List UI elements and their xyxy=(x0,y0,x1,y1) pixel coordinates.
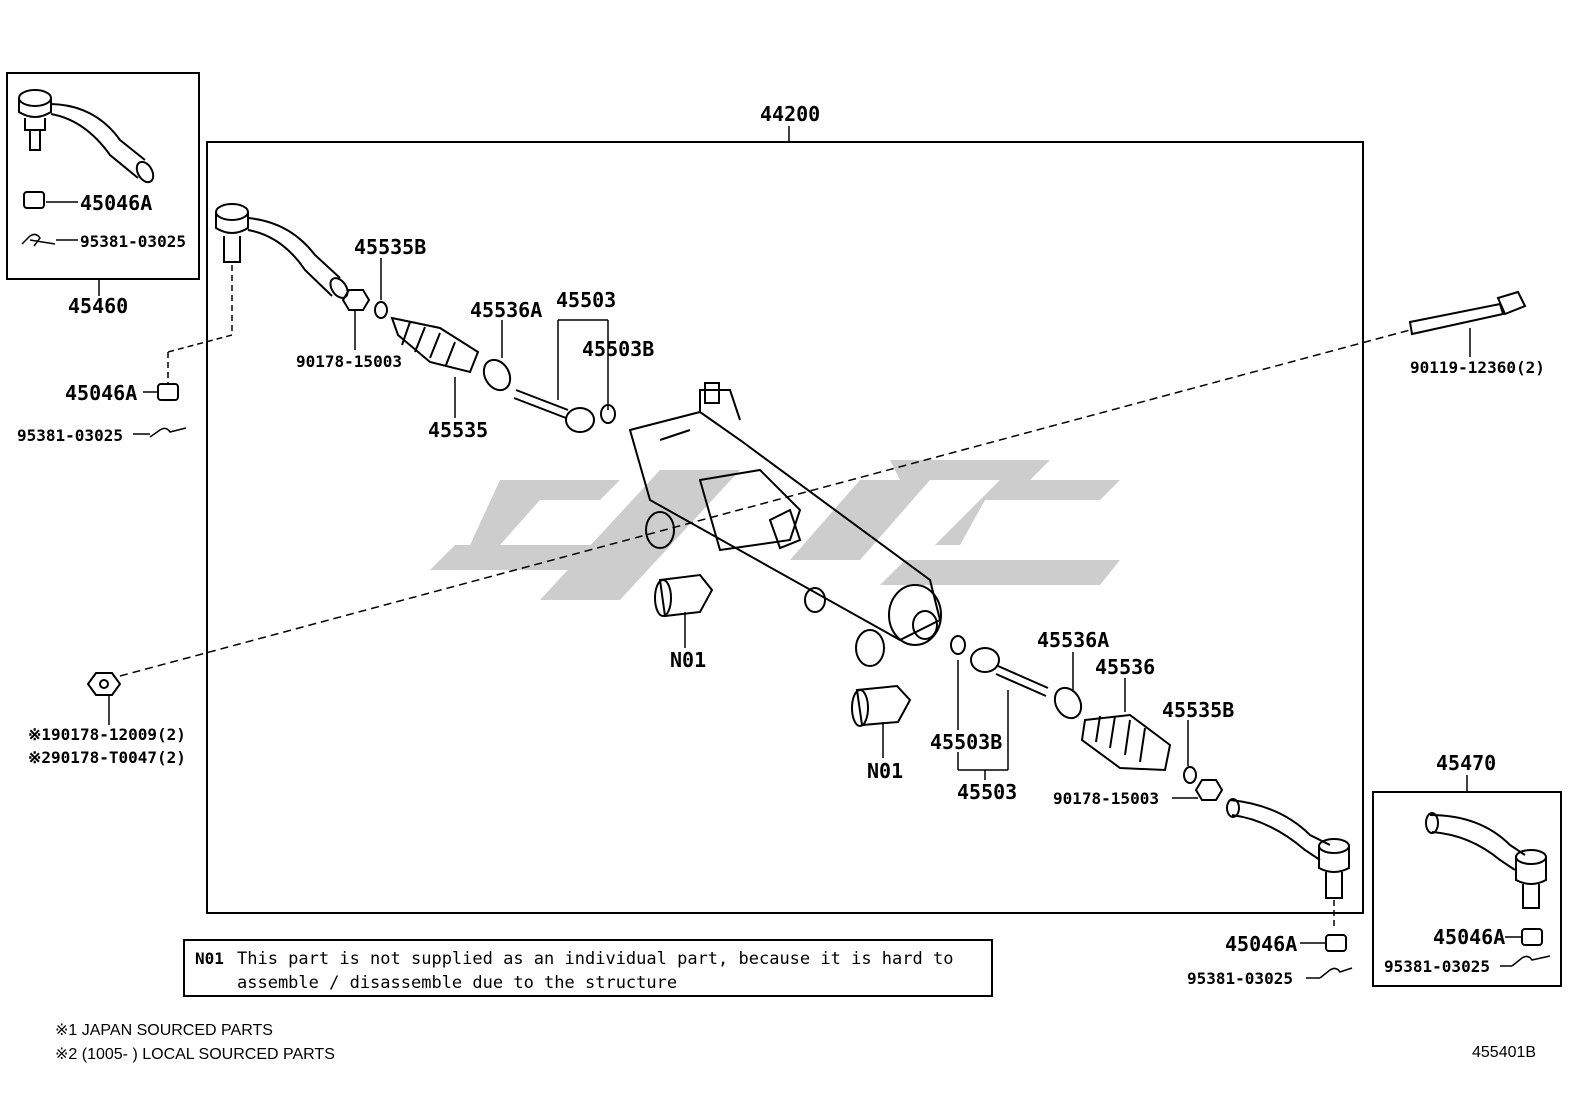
tie-rod-end-main-rh xyxy=(1226,798,1350,899)
label-clamp-a-bottom: 45536A xyxy=(1037,628,1110,652)
rack-housing-icon xyxy=(628,382,942,667)
assembly-frame xyxy=(206,141,1364,914)
leader-lines xyxy=(46,201,1522,979)
label-n01-lower: N01 xyxy=(867,759,904,783)
tie-rod-end-lh-box xyxy=(6,72,200,280)
label-boot-bottom: 45536 xyxy=(1095,655,1156,679)
label-nut-15003-top: 90178-15003 xyxy=(296,352,402,371)
footnote-local: ※2 (1005- ) LOCAL SOURCED PARTS xyxy=(55,1046,335,1063)
figure-id: 455401B xyxy=(1472,1044,1537,1061)
label-rod-top: 45503 xyxy=(556,288,617,312)
bolt-axis-line xyxy=(119,329,1411,677)
label-nut-t0047: ※290178-T0047(2) xyxy=(28,748,186,767)
tie-rod-end-main-lh xyxy=(215,203,349,299)
boot-bottom-icon xyxy=(1053,686,1197,784)
label-nut-a-left: 45046A xyxy=(65,381,138,405)
cotter-pin-icons xyxy=(21,233,1551,979)
label-nut-15003-bottom: 90178-15003 xyxy=(1053,789,1159,808)
label-nut-a-box: 45046A xyxy=(80,191,153,215)
footnote-japan: ※1 JAPAN SOURCED PARTS xyxy=(55,1022,273,1039)
label-pin-right: 95381-03025 xyxy=(1187,969,1293,988)
label-bolt: 90119-12360(2) xyxy=(1410,358,1545,377)
note-box: N01 This part is not supplied as an indi… xyxy=(183,939,993,997)
label-clip-b-bottom: 45535B xyxy=(1162,698,1235,722)
label-clip-b-top: 45535B xyxy=(354,235,427,259)
note-code: N01 xyxy=(195,949,224,968)
bolt-icon xyxy=(1408,290,1527,336)
label-nut-a-right: 45046A xyxy=(1225,932,1298,956)
label-nut-12009: ※190178-12009(2) xyxy=(28,725,186,744)
rod-bottom-icon xyxy=(950,635,1049,697)
label-boot-top: 45535 xyxy=(428,418,489,442)
label-tie-rod-end-rh: 45470 xyxy=(1436,751,1497,775)
label-pin-box: 95381-03025 xyxy=(80,232,186,251)
note-text: This part is not supplied as an individu… xyxy=(237,949,954,993)
label-pin-box-rh: 95381-03025 xyxy=(1384,957,1490,976)
rod-top-icon xyxy=(513,389,616,433)
label-clamp-a-top: 45536A xyxy=(470,298,543,322)
label-assembly: 44200 xyxy=(760,102,821,126)
label-n01-upper: N01 xyxy=(670,648,707,672)
nut-icons xyxy=(23,191,1543,952)
label-rod-bottom: 45503 xyxy=(957,780,1018,804)
tie-rod-end-rh-icon xyxy=(1425,812,1547,909)
bushing-icons xyxy=(654,573,912,727)
tie-rod-end-lh-icon xyxy=(18,89,155,184)
label-pin-left: 95381-03025 xyxy=(17,426,123,445)
boot-top-icon xyxy=(374,301,512,392)
label-washer-b-bottom: 45503B xyxy=(930,730,1003,754)
label-washer-b-top: 45503B xyxy=(582,337,655,361)
watermark-logo xyxy=(430,460,1120,600)
label-tie-rod-end-lh: 45460 xyxy=(68,294,129,318)
label-nut-a-box-rh: 45046A xyxy=(1433,925,1506,949)
